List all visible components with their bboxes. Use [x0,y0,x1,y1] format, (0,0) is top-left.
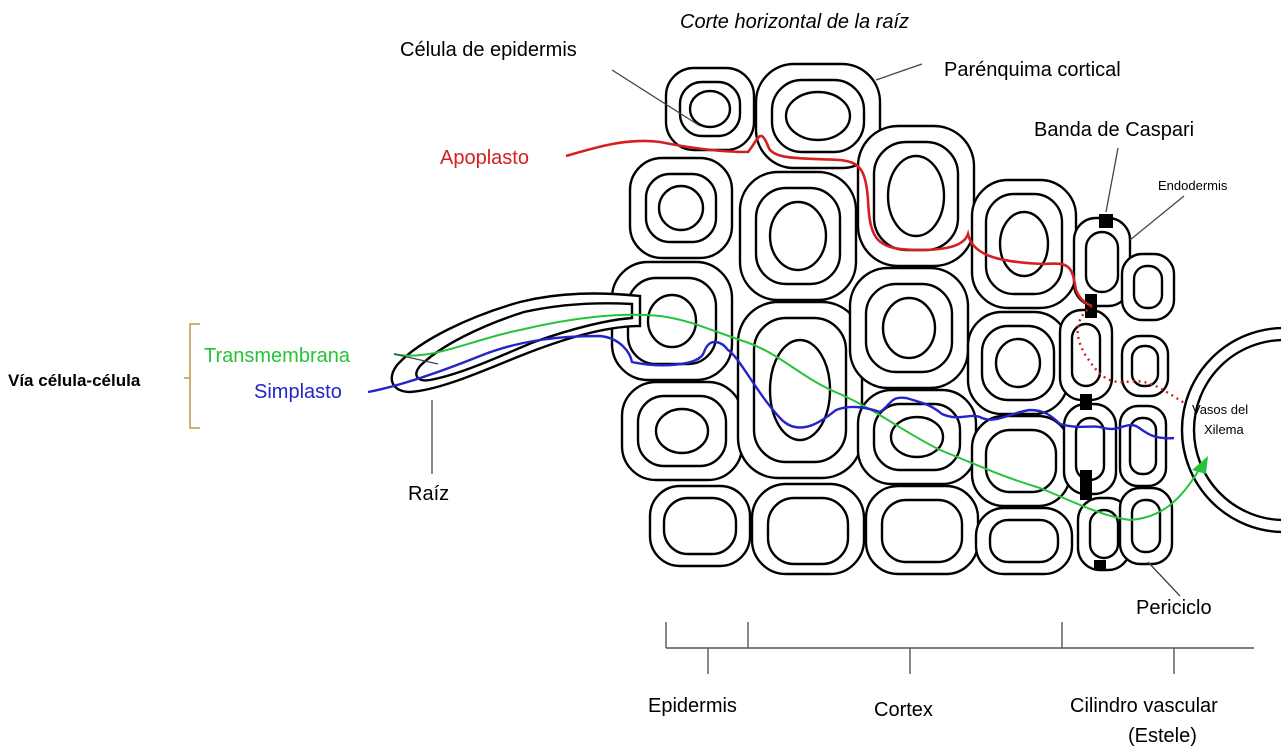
label-pericycle: Periciclo [1136,597,1212,619]
scale-label-vascular-line2: (Estele) [1128,725,1197,747]
casparian-strip [1099,214,1113,228]
label-endodermis: Endodermis [1158,178,1228,193]
cortical-parenchyma-cell [866,486,978,574]
label-casparian-strip: Banda de Caspari [1034,119,1194,141]
epidermis-cell [650,486,750,566]
scale-label-cortex: Cortex [874,699,933,721]
epidermis-cell [622,382,742,480]
label-symplast: Simplasto [254,381,342,403]
cortical-parenchyma-cell [976,508,1072,574]
epidermis-cell [630,158,732,258]
cortical-parenchyma-cell [740,172,856,300]
tissue-scale-bar [666,622,1254,674]
pericycle-cell [1120,406,1166,486]
cortical-parenchyma-cell [850,268,968,388]
label-apoplast: Apoplasto [440,147,529,169]
casparian-strip [1080,470,1092,500]
pericycle-cell [1122,336,1168,396]
label-transmembrane: Transmembrana [204,345,351,367]
root-hair [392,294,640,392]
label-epidermis-cell: Célula de epidermis [400,39,577,61]
pericycle-cell [1120,488,1172,564]
label-xylem-line1: Vasos del [1192,402,1248,417]
cortical-parenchyma-cell [968,312,1068,414]
cortical-parenchyma-cell [972,416,1070,506]
cell-cell-bracket [190,324,200,428]
label-cell-cell-pathway: Vía célula-célula [8,371,141,390]
diagram-title: Corte horizontal de la raíz [680,11,909,33]
scale-label-epidermis: Epidermis [648,695,737,717]
label-xylem-line2: Xilema [1204,422,1245,437]
cortical-parenchyma-cell [972,180,1076,308]
scale-label-vascular-line1: Cilindro vascular [1070,695,1218,717]
cortical-parenchyma-cell [738,302,862,478]
epidermis-cell [666,68,754,150]
label-cortical-parenchyma: Parénquima cortical [944,59,1121,81]
label-root-hair: Raíz [408,483,449,505]
cortical-parenchyma-cell [752,484,864,574]
pericycle-cell [1122,254,1174,320]
casparian-strip [1094,560,1106,570]
casparian-strip [1080,394,1092,410]
